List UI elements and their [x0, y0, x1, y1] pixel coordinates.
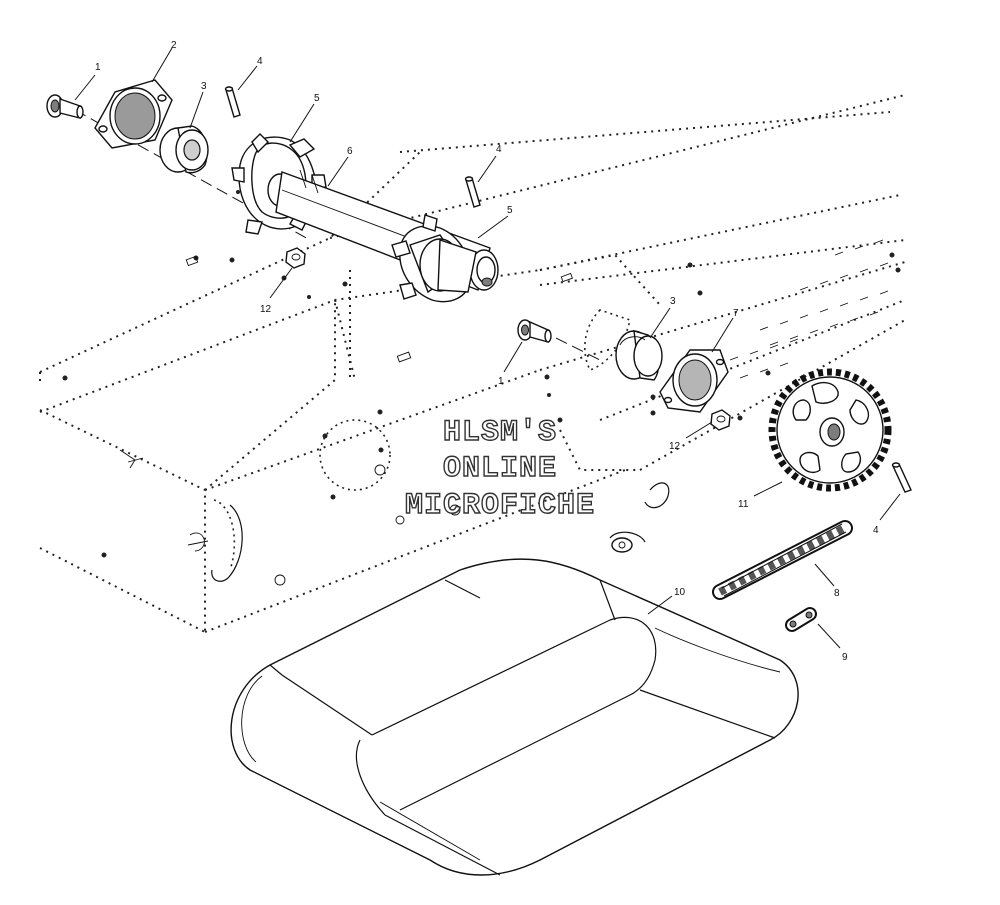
part-3-bearing-right [615, 330, 663, 381]
callout-1-upper: 1 [95, 62, 101, 73]
watermark-line-3: MICROFICHE [405, 489, 595, 523]
callout-2: 2 [171, 40, 177, 51]
callout-4-center: 4 [496, 144, 502, 155]
part-12-nut-left [285, 247, 306, 269]
callout-leaders [74, 47, 901, 649]
watermark-line-1: HLSM'S [443, 416, 557, 450]
callout-3-right: 3 [670, 296, 676, 307]
callout-4-upper: 4 [257, 56, 263, 67]
watermark-line-2: ONLINE [443, 452, 557, 486]
callout-12-right: 12 [669, 441, 681, 452]
part-10-track [230, 558, 799, 876]
part-1-bolt-right [517, 319, 552, 343]
callout-9: 9 [842, 652, 848, 663]
part-5-drive-sprocket-right [391, 214, 477, 303]
part-4-pin-right [891, 462, 912, 493]
part-4-pin-center [464, 176, 481, 208]
callout-8: 8 [834, 588, 840, 599]
part-3-bearing-upper [159, 125, 209, 174]
part-1-bolt-upper [46, 94, 84, 119]
callout-6: 6 [347, 146, 353, 157]
callout-labels: 1 2 3 4 5 6 4 5 12 3 7 1 12 11 4 10 8 9 [95, 40, 879, 663]
part-2-bearing-flange [94, 79, 173, 149]
part-4-pin-upper [224, 86, 241, 118]
callout-1-right: 1 [498, 376, 504, 387]
callout-7: 7 [733, 308, 739, 319]
watermark: HLSM'S ONLINE MICROFICHE [404, 415, 595, 523]
callout-10: 10 [674, 587, 686, 598]
callout-12-left: 12 [260, 304, 272, 315]
callout-4-right: 4 [873, 525, 879, 536]
chassis-tunnel [39, 94, 906, 633]
callout-3-upper: 3 [201, 81, 207, 92]
part-11-driven-sprocket [768, 368, 892, 492]
part-8-drive-chain [712, 520, 853, 600]
callout-5-left: 5 [314, 93, 320, 104]
callout-11: 11 [738, 499, 749, 510]
part-7-bearing-flange-right [659, 349, 729, 413]
part-9-master-link [785, 607, 817, 632]
part-12-nut-right [710, 409, 731, 431]
callout-5-right: 5 [507, 205, 513, 216]
